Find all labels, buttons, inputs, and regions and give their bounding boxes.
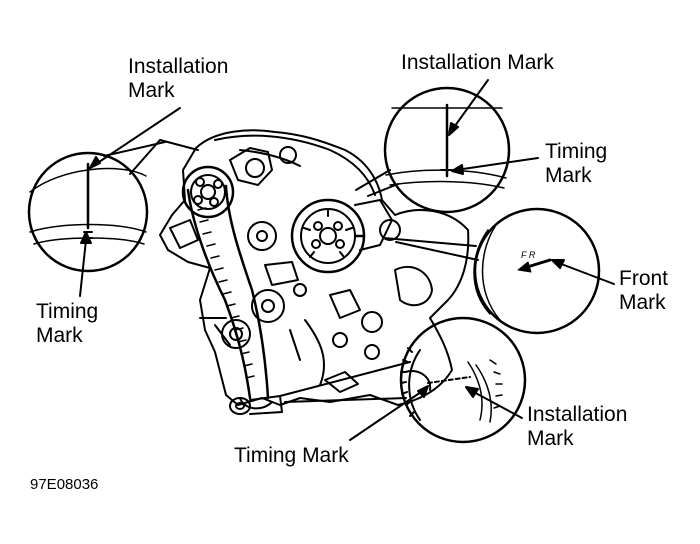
label-line: Installation xyxy=(527,403,628,426)
detail-circle-right-cam xyxy=(383,86,511,214)
label-line: Timing xyxy=(545,140,608,163)
label-line: Mark xyxy=(527,427,574,450)
label-line: Timing Mark xyxy=(234,444,349,467)
label-installation-mark-left: Installation Mark xyxy=(128,55,228,103)
label-line: Timing xyxy=(36,300,99,323)
svg-text:F R: F R xyxy=(521,250,536,260)
label-line: Mark xyxy=(128,79,175,102)
crankshaft-pulley xyxy=(229,395,283,415)
detail-circle-left-cam xyxy=(27,151,149,273)
timing-belt xyxy=(186,184,273,410)
detail-connector-lines xyxy=(103,139,479,403)
detail-circle-crank xyxy=(399,316,527,444)
figure-id: 97E08036 xyxy=(30,476,99,493)
detail-circle-front-mark: F R xyxy=(473,207,601,335)
label-installation-mark-top: Installation Mark xyxy=(401,51,554,75)
label-line: Mark xyxy=(36,324,83,347)
label-line: Mark xyxy=(545,164,592,187)
engine-block-drawing xyxy=(159,129,470,406)
label-timing-mark-bottom: Timing Mark xyxy=(234,444,349,468)
label-timing-mark-top-right: Timing Mark xyxy=(545,140,607,188)
label-front-mark: Front Mark xyxy=(619,267,668,315)
label-line: Installation Mark xyxy=(401,51,554,74)
label-line: Installation xyxy=(128,55,229,78)
left-camshaft-gear xyxy=(181,165,235,219)
label-line: Mark xyxy=(619,291,666,314)
label-installation-mark-bottom-right: Installation Mark xyxy=(527,403,627,451)
leader-arrows xyxy=(79,79,615,441)
label-timing-mark-left: Timing Mark xyxy=(36,300,98,348)
right-camshaft-gear xyxy=(290,198,366,274)
label-line: Front xyxy=(619,267,669,290)
